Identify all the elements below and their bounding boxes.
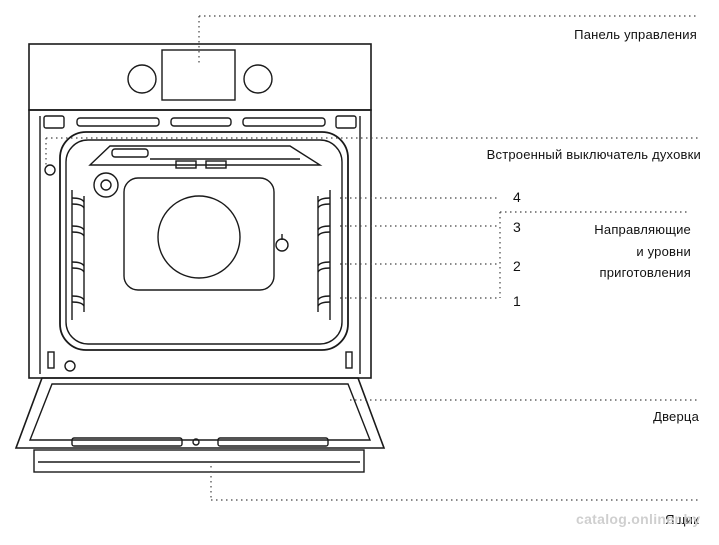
right-knob: [243, 64, 273, 94]
label-guides-line1: Направляющие: [594, 222, 691, 237]
label-door: Дверца: [653, 409, 699, 424]
oven-switch: [44, 164, 56, 176]
label-guides-line2: и уровни: [636, 244, 691, 259]
label-guides-line3: приготовления: [599, 265, 691, 280]
oven-lamp: [93, 172, 119, 198]
left-guides: [71, 190, 85, 320]
back-panel: [123, 177, 275, 291]
level-2: 2: [513, 258, 521, 274]
left-knob: [127, 64, 157, 94]
right-guides: [317, 190, 331, 320]
oven-cavity: [59, 131, 349, 351]
oven-frame: [28, 109, 372, 379]
fan-cover: [157, 195, 241, 279]
label-oven-switch: Встроенный выключатель духовки: [486, 147, 701, 162]
level-4: 4: [513, 189, 521, 205]
label-control-panel: Панель управления: [574, 27, 697, 42]
storage-drawer: [33, 449, 365, 473]
display: [161, 49, 236, 101]
label-drawer: Ящик: [665, 512, 699, 527]
oven-door: [14, 377, 386, 449]
level-1: 1: [513, 293, 521, 309]
watermark: catalog.onliner.by: [576, 511, 701, 527]
level-3: 3: [513, 219, 521, 235]
